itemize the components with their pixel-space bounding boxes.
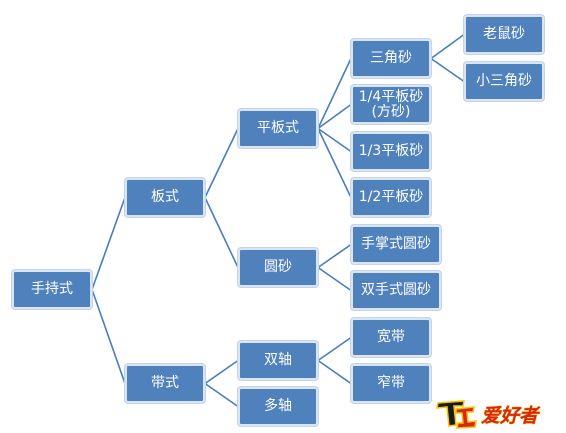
node-quarter-sheet: 1/4平板砂 (方砂) [351, 85, 431, 124]
node-small-triangle: 小三角砂 [464, 62, 544, 101]
connector-root-belt [91, 289, 126, 384]
watermark-text: 爱好者 [481, 405, 541, 427]
node-two-hand-round: 双手式圆砂 [351, 271, 441, 310]
node-dual-axis: 双轴 [238, 341, 318, 380]
connector-plate-flat_plate [204, 128, 239, 198]
connector-flat_plate-half_sheet [317, 128, 352, 198]
node-plate: 板式 [125, 178, 205, 217]
node-palm-round: 手掌式圆砂 [351, 225, 441, 264]
connector-triangle-small_triangle [430, 57, 465, 83]
node-flat-plate: 平板式 [238, 109, 318, 148]
node-triangle: 三角砂 [351, 39, 431, 78]
watermark-emblem-icon [436, 400, 477, 429]
watermark-logo: 爱好者 [436, 400, 541, 429]
connector-dual_axis-wide_belt [317, 336, 352, 362]
node-third-sheet: 1/3平板砂 [351, 132, 431, 171]
connector-flat_plate-triangle [317, 58, 352, 129]
connector-dual_axis-narrow_belt [317, 359, 352, 385]
node-multi-axis: 多轴 [238, 387, 318, 426]
connector-plate-round_sander [204, 197, 239, 268]
node-round-sander: 圆砂 [238, 248, 318, 287]
connector-round_sander-two_hand_round [317, 266, 352, 292]
connector-belt-dual_axis [204, 359, 239, 385]
node-mouse-sander: 老鼠砂 [464, 15, 544, 54]
connector-belt-multi_axis [204, 382, 239, 408]
connector-triangle-mouse_sander [430, 33, 465, 60]
connector-round_sander-palm_round [317, 243, 352, 269]
connector-root-plate [91, 197, 126, 290]
node-narrow-belt: 窄带 [351, 364, 431, 403]
node-belt: 带式 [125, 364, 205, 403]
node-root: 手持式 [12, 270, 92, 309]
node-half-sheet: 1/2平板砂 [351, 178, 431, 217]
node-wide-belt: 宽带 [351, 318, 431, 357]
connector-flat_plate-quarter_sheet [317, 103, 352, 130]
connector-flat_plate-third_sheet [317, 127, 352, 153]
